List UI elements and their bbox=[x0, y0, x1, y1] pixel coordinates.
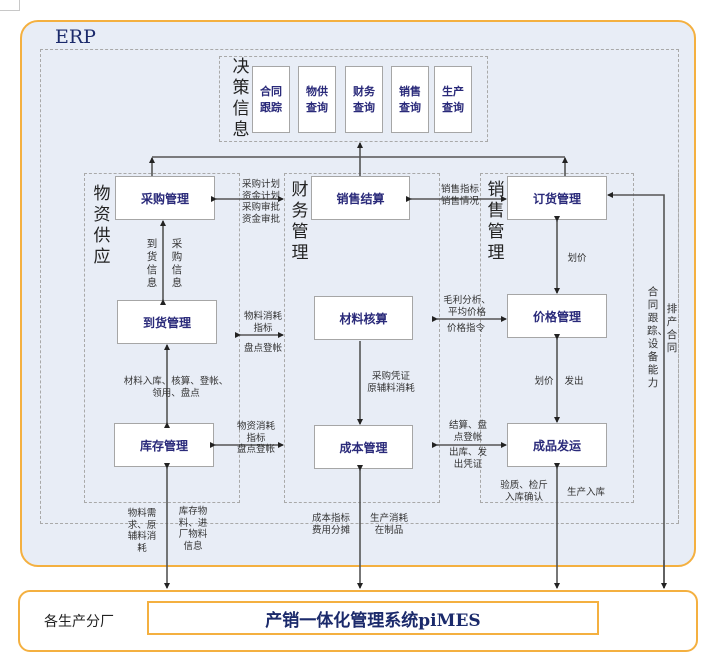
label-material-consumption: 物料消耗 指标 bbox=[243, 311, 282, 334]
label-material-demand: 物料需 求、原 辅料消 耗 bbox=[127, 508, 157, 554]
label-production-inbound: 生产入库 bbox=[566, 487, 605, 498]
query-sales[interactable]: 销售查询 bbox=[391, 66, 429, 133]
query-supply[interactable]: 物供查询 bbox=[298, 66, 336, 133]
label-pricing-price: 划价 bbox=[534, 376, 554, 387]
label-stock-info: 库存物 料、进 厂物料 信息 bbox=[178, 506, 208, 552]
query-contract-tracking[interactable]: 合同跟踪 bbox=[252, 66, 290, 133]
label-quality-check: 验质、检斤 入库确认 bbox=[500, 480, 548, 503]
decision-info-title: 决策信息 bbox=[232, 57, 250, 140]
label-pricing-order: 划价 bbox=[567, 253, 587, 264]
corner-frame bbox=[0, 0, 20, 11]
factory-panel bbox=[18, 590, 698, 652]
module-sales-settlement[interactable]: 销售结算 bbox=[311, 176, 410, 220]
section-sales-title: 销售管理 bbox=[487, 180, 505, 263]
label-cost-index: 成本指标 费用分摊 bbox=[311, 513, 350, 536]
label-dispatch: 发出 bbox=[564, 376, 584, 387]
supply-group bbox=[84, 173, 240, 503]
module-material-accounting[interactable]: 材料核算 bbox=[314, 296, 413, 340]
module-arrival[interactable]: 到货管理 bbox=[117, 300, 217, 344]
label-purchase-info: 采购信息 bbox=[171, 238, 183, 289]
label-arrival-inventory: 材料入库、核算、登帐、 领用、盘点 bbox=[123, 376, 229, 399]
factory-label: 各生产分厂 bbox=[44, 614, 114, 630]
query-production[interactable]: 生产查询 bbox=[434, 66, 472, 133]
label-arrival-info: 到货信息 bbox=[146, 238, 158, 289]
label-price-directive: 价格指令 bbox=[446, 323, 485, 334]
section-finance-title: 财务管理 bbox=[291, 180, 309, 263]
erp-label: ERP bbox=[55, 26, 96, 48]
label-production-consumption: 生产消耗 在制品 bbox=[369, 513, 408, 536]
label-goods-consumption: 物资消耗 指标 盘点登帐 bbox=[236, 421, 275, 455]
module-shipping[interactable]: 成品发运 bbox=[507, 423, 607, 467]
module-inventory[interactable]: 库存管理 bbox=[114, 423, 214, 467]
module-cost[interactable]: 成本管理 bbox=[314, 425, 413, 469]
mes-system-box[interactable]: 产销一体化管理系统piMES bbox=[147, 601, 599, 635]
label-sales-index: 销售指标 销售情况 bbox=[440, 184, 479, 207]
section-supply-title: 物资供应 bbox=[93, 184, 111, 267]
label-contract-tracking: 合同跟踪、设备能力 bbox=[647, 286, 668, 389]
label-outbound-voucher: 出库、发 出凭证 bbox=[448, 447, 487, 470]
module-price[interactable]: 价格管理 bbox=[507, 294, 607, 338]
label-settlement-check: 结算、盘 点登帐 bbox=[448, 420, 487, 443]
label-inventory-check: 盘点登帐 bbox=[243, 343, 282, 354]
production-channel bbox=[634, 173, 679, 523]
decision-info-group bbox=[219, 56, 488, 142]
arrow-contract-order bbox=[607, 192, 665, 588]
module-purchase[interactable]: 采购管理 bbox=[115, 176, 215, 220]
label-purchase-voucher: 采购凭证 原辅料消耗 bbox=[367, 371, 415, 394]
label-profit-analysis: 毛利分析、 平均价格 bbox=[443, 295, 491, 318]
module-order[interactable]: 订货管理 bbox=[507, 176, 607, 220]
label-purchase-finance: 采购计划 资金计划 采购审批 资金审批 bbox=[241, 179, 280, 225]
label-production-contract: 排产合同 bbox=[666, 303, 678, 354]
query-finance[interactable]: 财务查询 bbox=[345, 66, 383, 133]
